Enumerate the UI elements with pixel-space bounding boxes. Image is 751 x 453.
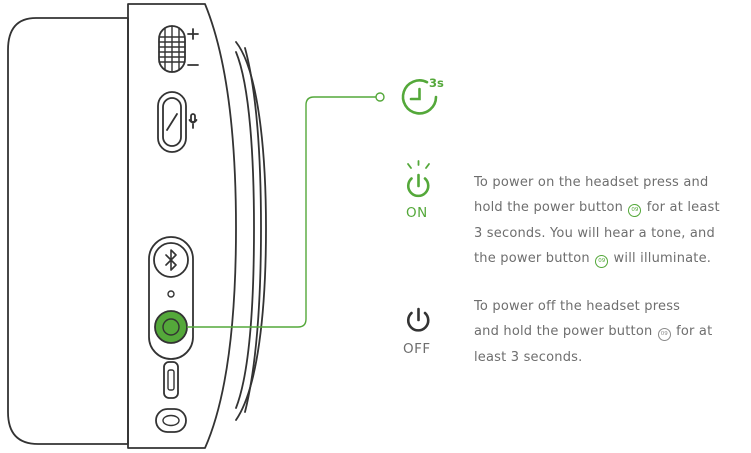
audio-jack (155, 408, 187, 433)
power-on-line-2: hold the power button 09 for at least (474, 200, 720, 218)
earcup-housing (127, 3, 237, 449)
mic-icon (190, 113, 196, 123)
bluetooth-button (153, 242, 189, 278)
clock-hold-3s-icon (401, 79, 438, 115)
bluetooth-icon (165, 249, 177, 271)
power-on-line-3: 3 seconds. You will hear a tone, and (474, 225, 715, 241)
power-off-icon (406, 307, 430, 332)
power-on-line-1: To power on the headset press and (474, 175, 709, 190)
power-button-ref-icon: 09 (657, 328, 671, 342)
leader-line (187, 92, 385, 328)
power-button-ref-icon: 09 (628, 204, 642, 218)
usb-port (163, 361, 179, 399)
call-mute-button (157, 91, 187, 153)
power-button (154, 310, 188, 344)
power-on-line-4: the power button 09 will illuminate. (474, 250, 712, 268)
power-off-line-2: and hold the power button 09 for at (474, 324, 713, 342)
status-led (167, 290, 175, 298)
power-on-instructions: To power on the headset press and hold t… (474, 170, 720, 271)
power-off-instructions: To power off the headset press and hold … (474, 294, 712, 370)
power-off-label: OFF (403, 341, 431, 357)
ear-cushion (7, 17, 129, 445)
power-off-line-1: To power off the headset press (474, 299, 681, 314)
power-on-label: ON (406, 205, 428, 221)
power-button-ref-icon: 09 (595, 254, 609, 268)
button-panel (148, 236, 194, 360)
timer-label: 3s (429, 76, 444, 90)
power-off-line-3: least 3 seconds. (474, 349, 583, 365)
power-on-icon (406, 160, 430, 198)
